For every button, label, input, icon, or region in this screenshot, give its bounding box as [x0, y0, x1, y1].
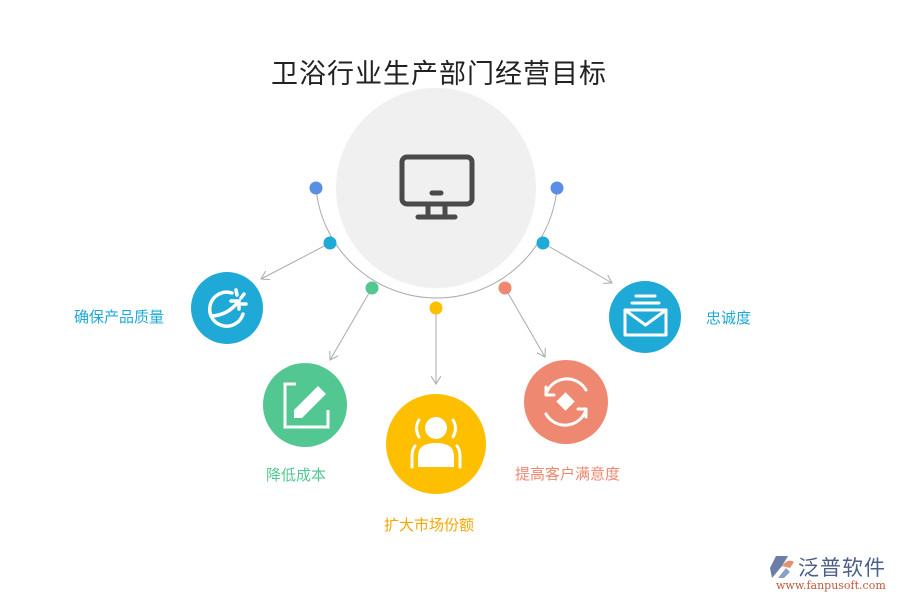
goal-label-market: 扩大市场份额 — [384, 516, 475, 534]
goal-node-cost — [263, 363, 347, 447]
connector-dot — [323, 236, 337, 250]
logo-mark-icon — [770, 556, 794, 578]
mail-icon — [623, 294, 668, 337]
goal-node-market — [386, 394, 486, 494]
connector-dot — [429, 301, 443, 315]
goal-node-loyalty — [609, 281, 681, 353]
connector-dots — [309, 181, 564, 315]
connector-dot — [309, 181, 323, 195]
brand-name: 泛普软件 — [798, 556, 886, 580]
connector-arrows — [261, 242, 612, 384]
speed-arrow-icon — [208, 288, 248, 328]
goal-node-satisfaction — [524, 360, 608, 444]
goal-label-loyalty: 忠诚度 — [706, 309, 752, 327]
center-node — [336, 88, 536, 288]
goal-node-quality — [191, 272, 263, 344]
connector-dot — [498, 281, 512, 295]
brand-logo: 泛普软件 www.fanpusoft.com — [768, 552, 896, 596]
connector-dot — [536, 236, 550, 250]
edit-icon — [283, 382, 330, 429]
connector-dot — [365, 281, 379, 295]
connector-dot — [550, 181, 564, 195]
brand-url: www.fanpusoft.com — [776, 579, 886, 592]
user-icon — [410, 417, 462, 469]
goal-label-satisfaction: 提高客户满意度 — [515, 465, 621, 483]
goal-label-quality: 确保产品质量 — [74, 308, 165, 326]
goal-label-cost: 降低成本 — [266, 466, 327, 484]
refresh-icon — [544, 377, 588, 427]
monitor-icon — [399, 154, 475, 220]
page-title: 卫浴行业生产部门经营目标 — [271, 59, 607, 90]
